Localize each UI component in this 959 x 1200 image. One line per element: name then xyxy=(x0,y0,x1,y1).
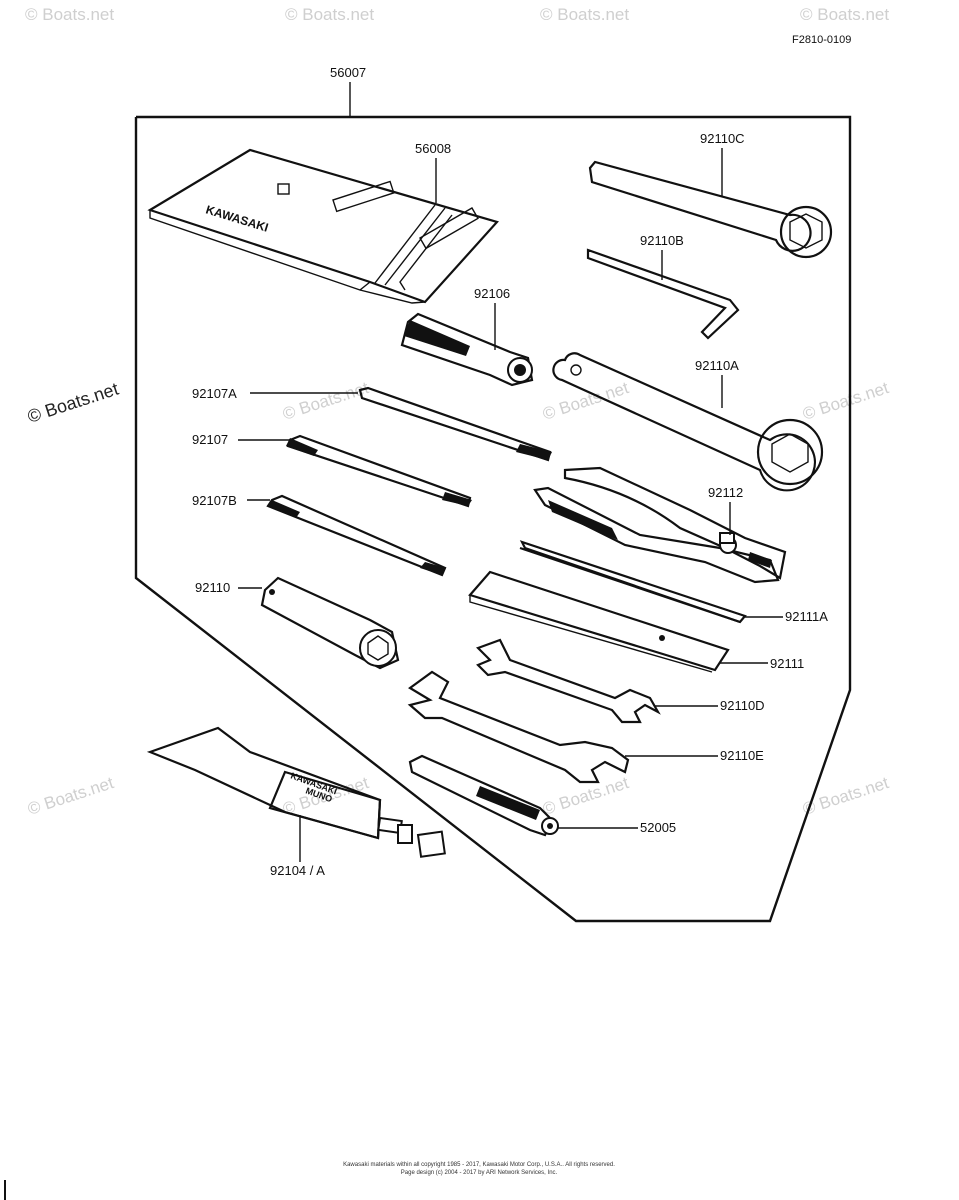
label-92111: 92111 xyxy=(770,656,804,671)
watermark: © Boats.net xyxy=(280,378,371,424)
ring-wrench-92110A xyxy=(552,352,824,492)
label-92104A: 92104 / A xyxy=(270,863,325,878)
figure-code: F2810-0109 xyxy=(792,34,851,46)
open-end-wrench-92110D xyxy=(476,638,661,724)
watermark: © Boats.net xyxy=(800,5,889,24)
copyright-line-1: Kawasaki materials within all copyright … xyxy=(343,1162,615,1168)
box-wrench-92110C xyxy=(588,160,833,259)
screwdriver-bit-92107B xyxy=(266,494,447,577)
label-92110: 92110 xyxy=(195,580,230,595)
label-92112: 92112 xyxy=(708,485,743,500)
label-92110E: 92110E xyxy=(720,748,764,763)
watermark: © Boats.net xyxy=(540,773,631,819)
watermark: © Boats.net xyxy=(800,378,891,424)
plug-wrench-92110 xyxy=(260,576,400,670)
label-92110D: 92110D xyxy=(720,698,765,713)
flat-bar-92111 xyxy=(468,570,730,673)
label-56008: 56008 xyxy=(415,141,451,156)
open-end-wrench-92110E xyxy=(407,670,630,784)
watermark: © Boats.net xyxy=(540,5,629,24)
label-92107A: 92107A xyxy=(192,386,237,401)
label-92110A: 92110A xyxy=(695,358,739,373)
copyright-line-2: Page design (c) 2004 - 2017 by ARI Netwo… xyxy=(401,1170,558,1176)
label-92110C: 92110C xyxy=(700,131,745,146)
watermarks: © Boats.net © Boats.net © Boats.net © Bo… xyxy=(25,5,891,819)
watermark: © Boats.net xyxy=(25,5,114,24)
spark-tool-52005 xyxy=(408,754,559,837)
grease-tube-92104A: KAWASAKI MUNO xyxy=(146,726,446,858)
label-52005: 52005 xyxy=(640,820,676,835)
watermark: © Boats.net xyxy=(540,378,631,424)
handle-92106 xyxy=(400,312,534,387)
label-92110B: 92110B xyxy=(640,233,684,248)
label-92106: 92106 xyxy=(474,286,510,301)
rod-92111A xyxy=(519,540,747,624)
hex-key-92110B xyxy=(586,248,740,340)
label-56007: 56007 xyxy=(330,65,366,80)
watermark: © Boats.net xyxy=(285,5,374,24)
label-92111A: 92111A xyxy=(785,609,828,624)
label-92107: 92107 xyxy=(192,432,228,447)
watermark: © Boats.net xyxy=(25,773,116,819)
screwdriver-bit-92107 xyxy=(286,434,472,508)
tool-bag-56008: KAWASAKI xyxy=(147,148,499,304)
screwdriver-bit-92107A xyxy=(358,386,552,462)
label-92107B: 92107B xyxy=(192,493,237,508)
watermark: © Boats.net xyxy=(25,379,121,427)
pliers-92112 xyxy=(533,466,787,584)
kit-boundary xyxy=(134,115,852,923)
